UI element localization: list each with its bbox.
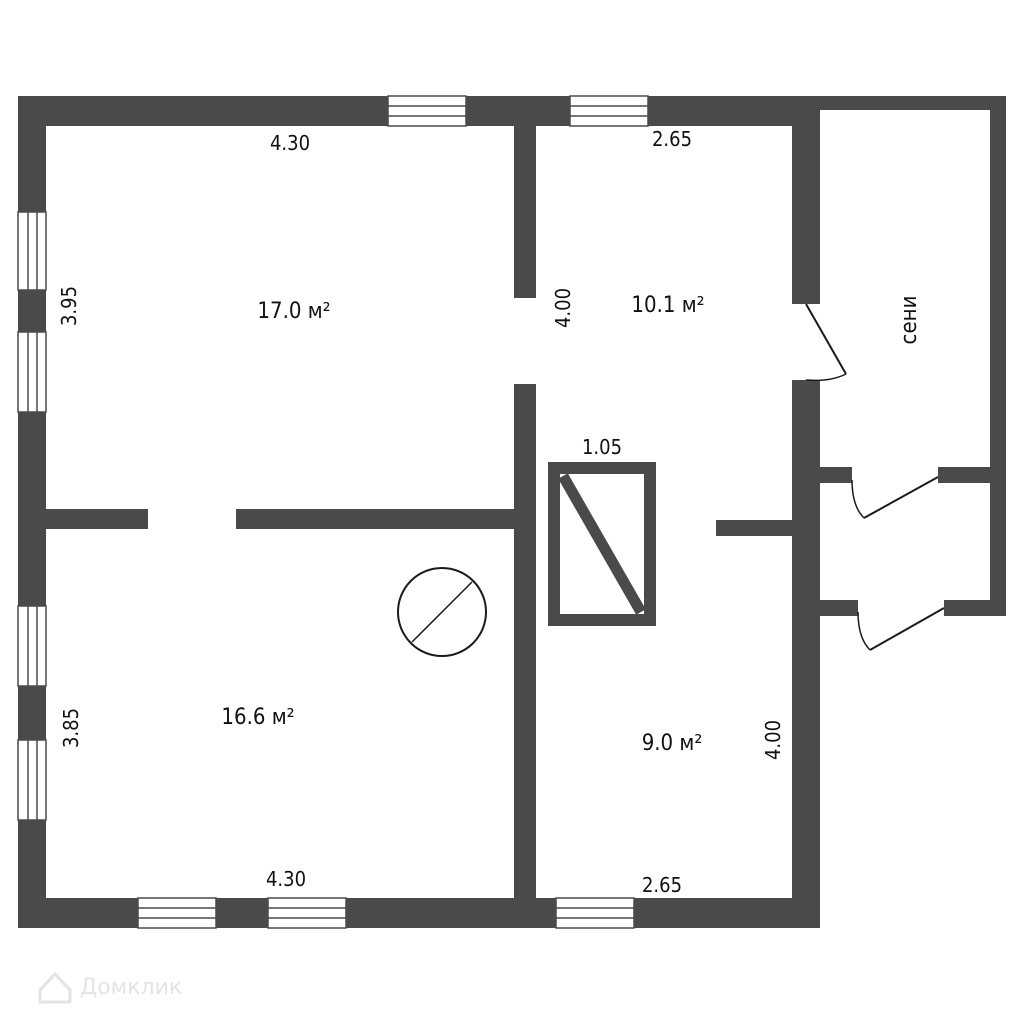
dim-room3-bottom: 4.30 bbox=[266, 867, 306, 891]
room-1-area: 17.0 м² bbox=[257, 299, 330, 324]
wall-seni-top bbox=[820, 96, 1006, 110]
doorway-seni-mid bbox=[852, 467, 938, 483]
wall-interior-vertical bbox=[514, 126, 536, 898]
wall-seni-right bbox=[990, 96, 1006, 616]
wall-right bbox=[792, 96, 820, 928]
window-left-1 bbox=[17, 211, 47, 291]
dim-room4-right: 4.00 bbox=[761, 720, 785, 760]
door-seni-mid bbox=[851, 476, 939, 519]
window-bottom-2 bbox=[267, 897, 347, 929]
watermark: Домклик bbox=[38, 971, 182, 1004]
room-5-name: сени bbox=[897, 296, 922, 345]
door-room2-seni bbox=[805, 303, 847, 382]
windows bbox=[17, 95, 649, 929]
room-4-area: 9.0 м² bbox=[642, 731, 703, 756]
doorway-seni-bottom bbox=[858, 600, 944, 616]
room-labels: 17.0 м² 10.1 м² 16.6 м² 9.0 м² сени bbox=[221, 293, 922, 756]
doors bbox=[805, 303, 945, 651]
window-left-4 bbox=[17, 739, 47, 821]
home-logo-icon bbox=[38, 971, 72, 1004]
window-bottom-1 bbox=[137, 897, 217, 929]
window-bottom-3 bbox=[555, 897, 635, 929]
doorway-room2-seni bbox=[792, 304, 820, 380]
dim-stove-width: 1.05 bbox=[582, 435, 622, 459]
dim-room2-top: 2.65 bbox=[652, 127, 692, 151]
wall-interior-horizontal-right bbox=[716, 520, 792, 536]
stove bbox=[548, 462, 656, 626]
wall-interior-horizontal-left bbox=[46, 509, 514, 529]
window-left-3 bbox=[17, 605, 47, 687]
dimension-labels: 4.30 3.95 2.65 4.00 1.05 3.85 4.30 4.00 … bbox=[57, 127, 785, 897]
room-2-area: 10.1 м² bbox=[631, 293, 704, 318]
watermark-text: Домклик bbox=[80, 975, 182, 1000]
passage-kitchen bbox=[656, 520, 716, 536]
dim-room4-bottom: 2.65 bbox=[642, 873, 682, 897]
window-top-right bbox=[569, 95, 649, 127]
dim-room1-left: 3.95 bbox=[57, 286, 81, 326]
round-fixture bbox=[397, 567, 487, 657]
window-top-left bbox=[387, 95, 467, 127]
room-3-area: 16.6 м² bbox=[221, 705, 294, 730]
door-seni-bottom bbox=[857, 607, 945, 651]
openings bbox=[148, 298, 944, 616]
window-left-2 bbox=[17, 331, 47, 413]
dim-room3-left: 3.85 bbox=[59, 708, 83, 748]
doorway-room1-room2 bbox=[514, 298, 536, 384]
doorway-room1-room3 bbox=[148, 509, 236, 529]
dim-room2-left: 4.00 bbox=[551, 288, 575, 328]
dim-room1-top: 4.30 bbox=[270, 131, 310, 155]
